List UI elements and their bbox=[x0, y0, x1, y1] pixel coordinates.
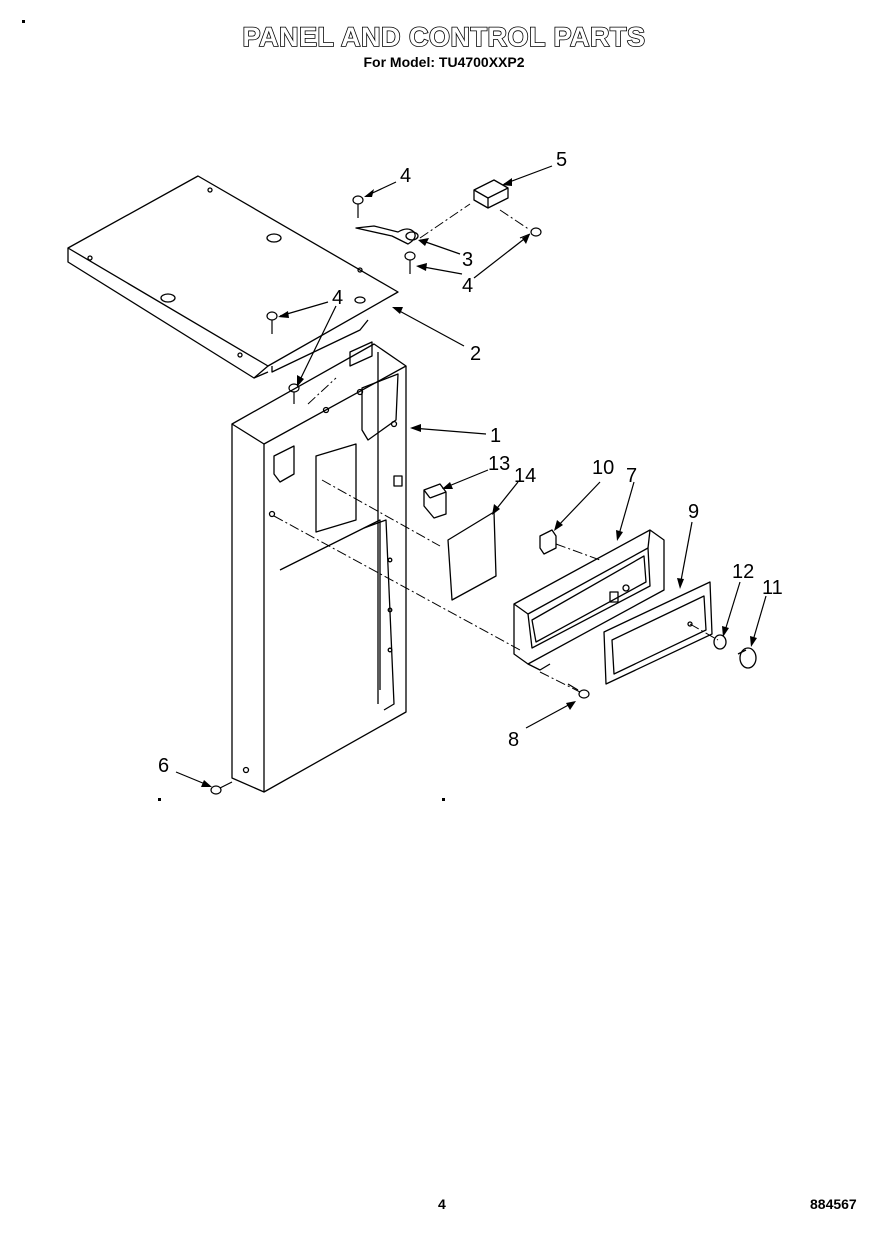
callout-2: 2 bbox=[470, 343, 481, 365]
switch-part bbox=[423, 483, 447, 519]
control-housing-part bbox=[513, 529, 665, 671]
leader-lines bbox=[175, 165, 767, 787]
callout-14: 14 bbox=[514, 465, 536, 487]
registration-mark bbox=[158, 798, 161, 801]
hinge-block-part bbox=[473, 179, 509, 209]
callout-11: 11 bbox=[762, 577, 783, 599]
callout-1: 1 bbox=[490, 425, 501, 447]
control-panel-frame-part bbox=[231, 341, 407, 793]
callout-8: 8 bbox=[508, 729, 519, 751]
document-number: 884567 bbox=[810, 1196, 857, 1212]
callout-3: 3 bbox=[462, 249, 473, 271]
diagram-title: PANEL AND CONTROL PARTS bbox=[242, 21, 646, 53]
callout-10: 10 bbox=[592, 457, 614, 479]
top-panel-part bbox=[67, 175, 399, 379]
page-number: 4 bbox=[438, 1196, 446, 1212]
callout-12: 12 bbox=[732, 561, 754, 583]
callout-5: 5 bbox=[556, 149, 567, 171]
arrow-heads bbox=[201, 178, 757, 787]
screw-parts bbox=[210, 195, 590, 795]
overlay-frame-part bbox=[603, 581, 713, 685]
assembly-lines bbox=[273, 203, 719, 693]
callout-13: 13 bbox=[488, 453, 510, 475]
registration-mark bbox=[22, 20, 25, 23]
callout-7: 7 bbox=[626, 465, 637, 487]
callout-9: 9 bbox=[688, 501, 699, 523]
model-subtitle: For Model: TU4700XXP2 bbox=[363, 54, 525, 70]
bracket-part bbox=[355, 225, 419, 245]
callout-4-right: 4 bbox=[462, 275, 473, 297]
cover-plate-part bbox=[447, 511, 497, 601]
callout-6: 6 bbox=[158, 755, 169, 777]
knob-part bbox=[713, 634, 757, 669]
clip-part bbox=[539, 529, 557, 555]
callout-4-left: 4 bbox=[332, 287, 343, 309]
callout-4-top: 4 bbox=[400, 165, 411, 187]
registration-mark bbox=[442, 798, 445, 801]
